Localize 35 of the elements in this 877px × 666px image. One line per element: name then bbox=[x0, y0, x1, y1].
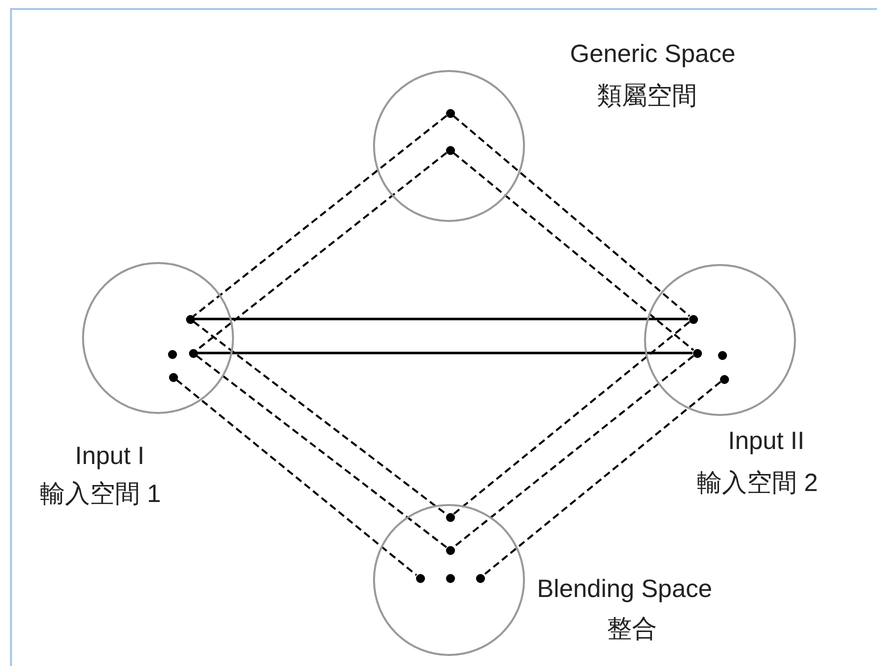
dashed-connector bbox=[452, 115, 690, 317]
space-title: Input II bbox=[728, 429, 804, 454]
space-title: Input I bbox=[75, 444, 144, 469]
element-dot bbox=[446, 146, 454, 154]
connector-line bbox=[194, 318, 688, 320]
space-subtitle: 輸入空間 2 bbox=[697, 471, 818, 496]
dashed-connector bbox=[176, 379, 418, 576]
element-dot bbox=[416, 574, 424, 582]
space-subtitle: 類屬空間 bbox=[597, 84, 697, 109]
dashed-connector bbox=[482, 381, 722, 576]
dashed-connector bbox=[196, 354, 448, 548]
dashed-connector bbox=[192, 320, 448, 516]
element-dot bbox=[188, 348, 198, 358]
space-title: Generic Space bbox=[570, 42, 736, 67]
dashed-connector bbox=[452, 321, 690, 515]
dashed-connector bbox=[196, 152, 448, 351]
element-dot bbox=[186, 314, 194, 324]
element-dot bbox=[168, 350, 176, 358]
element-dot bbox=[720, 374, 728, 384]
space-subtitle: 整合 bbox=[607, 617, 657, 642]
dashed-connector bbox=[452, 152, 694, 351]
element-dot bbox=[476, 574, 484, 582]
element-dot bbox=[446, 512, 454, 522]
space-title: Blending Space bbox=[537, 577, 712, 602]
element-dot bbox=[718, 350, 726, 360]
element-dot bbox=[446, 546, 454, 554]
element-dot bbox=[446, 574, 454, 582]
dashed-connector bbox=[452, 355, 694, 548]
element-dot bbox=[168, 372, 178, 382]
dashed-connector bbox=[192, 115, 448, 317]
element-dot bbox=[688, 314, 698, 324]
element-dot bbox=[446, 108, 454, 118]
connector-line bbox=[198, 352, 692, 354]
space-subtitle: 輸入空間 1 bbox=[40, 482, 161, 507]
element-dot bbox=[692, 348, 702, 358]
